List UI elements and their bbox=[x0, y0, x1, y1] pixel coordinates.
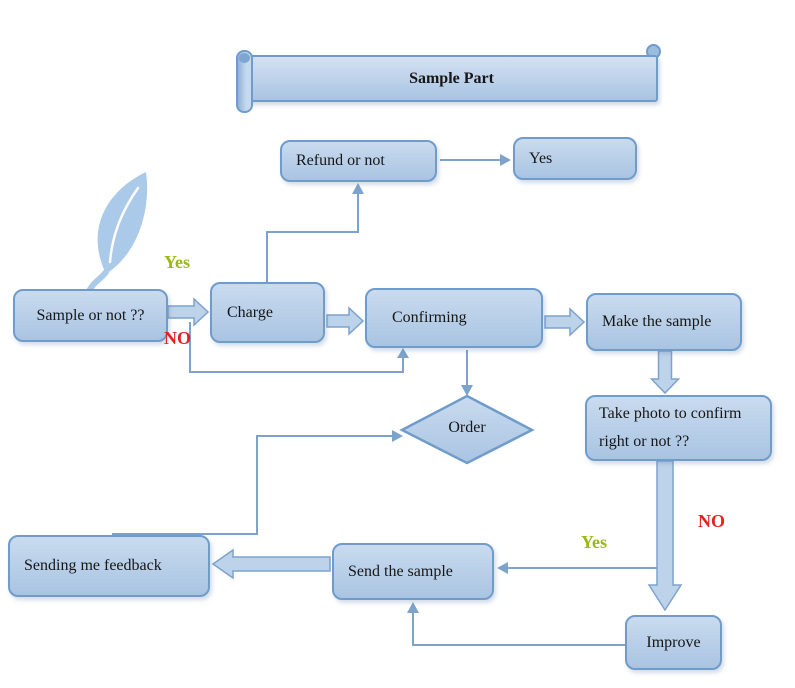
connector-feedback-to-order bbox=[112, 430, 403, 535]
node-label: Sample or not ?? bbox=[36, 306, 145, 324]
node-send-the-sample: Send the sample bbox=[332, 543, 494, 600]
block-arrow-sample-to-charge bbox=[167, 297, 210, 327]
connector-improve-to-send-sample bbox=[407, 602, 625, 646]
edge-label-yes-top: Yes bbox=[164, 252, 190, 272]
node-yes: Yes bbox=[513, 137, 637, 180]
edge-label-no-top: NO bbox=[164, 328, 191, 348]
connector-refund-to-yes bbox=[440, 154, 511, 166]
block-arrow-send-to-feedback bbox=[211, 548, 331, 580]
banner-title: Sample Part bbox=[409, 69, 494, 87]
block-arrow-take-photo-to-improve bbox=[647, 460, 683, 612]
node-label: Improve bbox=[646, 633, 701, 651]
node-order-label: Order bbox=[448, 419, 486, 436]
node-sending-me-feedback: Sending me feedback bbox=[8, 535, 210, 597]
edge-label-yes-bottom: Yes bbox=[581, 532, 607, 552]
node-label: Make the sample bbox=[602, 313, 712, 330]
node-take-photo-to-confirm: Take photo to confirm right or not ?? bbox=[585, 395, 772, 461]
scroll-left-curl bbox=[236, 50, 253, 113]
block-arrow-make-sample-to-take-photo bbox=[649, 350, 681, 395]
node-label: Refund or not bbox=[296, 152, 385, 169]
node-refund-or-not: Refund or not bbox=[280, 140, 437, 182]
edge-label-no-bottom: NO bbox=[698, 511, 725, 531]
leaf-icon bbox=[85, 172, 148, 296]
node-label: Sending me feedback bbox=[24, 557, 162, 574]
connector-charge-to-refund bbox=[266, 183, 364, 282]
block-arrow-confirming-to-make-sample bbox=[544, 307, 586, 337]
connector-no-to-confirming bbox=[189, 322, 409, 373]
node-label: Send the sample bbox=[348, 562, 453, 580]
node-label: Confirming bbox=[392, 309, 467, 326]
node-confirming: Confirming bbox=[365, 288, 543, 348]
connector-confirming-to-order bbox=[461, 350, 473, 396]
node-label: Take photo to confirm right or not ?? bbox=[599, 405, 742, 450]
block-arrow-charge-to-confirming bbox=[326, 306, 365, 336]
node-improve: Improve bbox=[625, 615, 722, 670]
node-sample-or-not: Sample or not ?? bbox=[13, 289, 168, 342]
node-label: Charge bbox=[227, 303, 273, 321]
node-label: Yes bbox=[529, 149, 553, 167]
scroll-curl-cap bbox=[239, 53, 250, 63]
banner-sample-part: Sample Part bbox=[245, 55, 658, 102]
node-charge: Charge bbox=[210, 282, 325, 343]
node-make-the-sample: Make the sample bbox=[586, 293, 742, 351]
node-order-diamond bbox=[399, 394, 535, 465]
connector-yes-to-send-sample bbox=[497, 562, 664, 574]
